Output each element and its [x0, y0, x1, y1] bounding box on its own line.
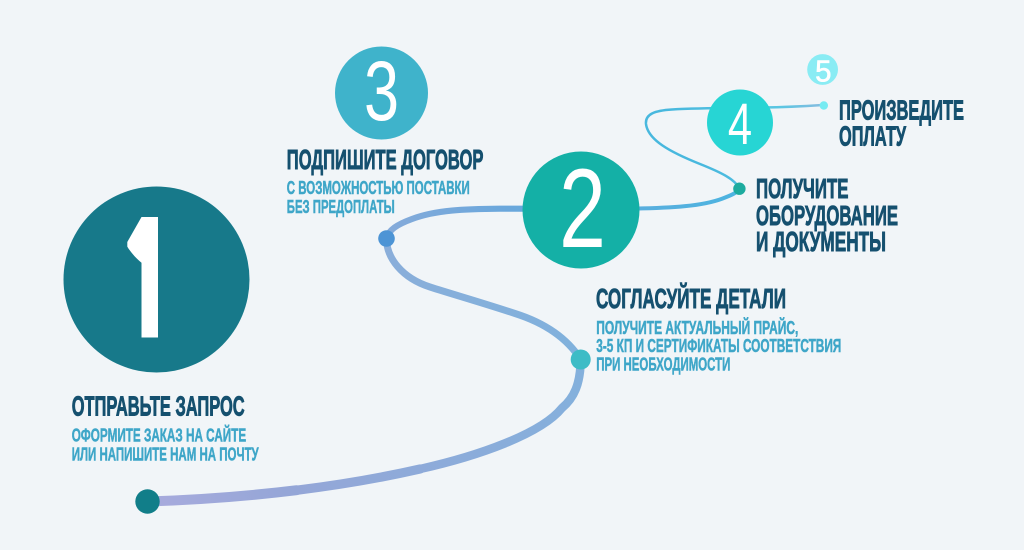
svg-text:ИЛИ НАПИШИТЕ НАМ НА ПОЧТУ: ИЛИ НАПИШИТЕ НАМ НА ПОЧТУ — [72, 444, 259, 464]
svg-text:ПОЛУЧИТЕ АКТУАЛЬНЫЙ ПРАЙС,: ПОЛУЧИТЕ АКТУАЛЬНЫЙ ПРАЙС, — [596, 317, 798, 338]
svg-text:СОГЛАСУЙТЕ ДЕТАЛИ: СОГЛАСУЙТЕ ДЕТАЛИ — [596, 282, 786, 314]
svg-text:ПОЛУЧИТЕ: ПОЛУЧИТЕ — [756, 173, 849, 204]
svg-text:ПРОИЗВЕДИТЕ: ПРОИЗВЕДИТЕ — [839, 94, 964, 125]
svg-text:ОБОРУДОВАНИЕ: ОБОРУДОВАНИЕ — [756, 200, 898, 231]
svg-text:3: 3 — [364, 44, 399, 138]
svg-text:С ВОЗМОЖНОСТЬЮ ПОСТАВКИ: С ВОЗМОЖНОСТЬЮ ПОСТАВКИ — [287, 178, 470, 198]
svg-text:ОТПРАВЬТЕ ЗАПРОС: ОТПРАВЬТЕ ЗАПРОС — [72, 391, 245, 422]
svg-text:ПОДПИШИТЕ ДОГОВОР: ПОДПИШИТЕ ДОГОВОР — [287, 144, 484, 175]
svg-text:ПРИ НЕОБХОДИМОСТИ: ПРИ НЕОБХОДИМОСТИ — [596, 354, 730, 374]
svg-text:2: 2 — [559, 145, 606, 271]
svg-text:ОФОРМИТЕ ЗАКАЗ НА САЙТЕ: ОФОРМИТЕ ЗАКАЗ НА САЙТЕ — [72, 424, 247, 445]
svg-text:ОПЛАТУ: ОПЛАТУ — [839, 121, 906, 152]
svg-text:И ДОКУМЕНТЫ: И ДОКУМЕНТЫ — [756, 226, 886, 257]
svg-text:5: 5 — [815, 55, 831, 89]
svg-text:4: 4 — [728, 92, 752, 156]
svg-text:3-5 КП И СЕРТИФИКАТЫ СООТВЕТСТ: 3-5 КП И СЕРТИФИКАТЫ СООТВЕТСТВИЯ — [596, 336, 841, 356]
svg-text:БЕЗ ПРЕДОПЛАТЫ: БЕЗ ПРЕДОПЛАТЫ — [287, 197, 395, 217]
